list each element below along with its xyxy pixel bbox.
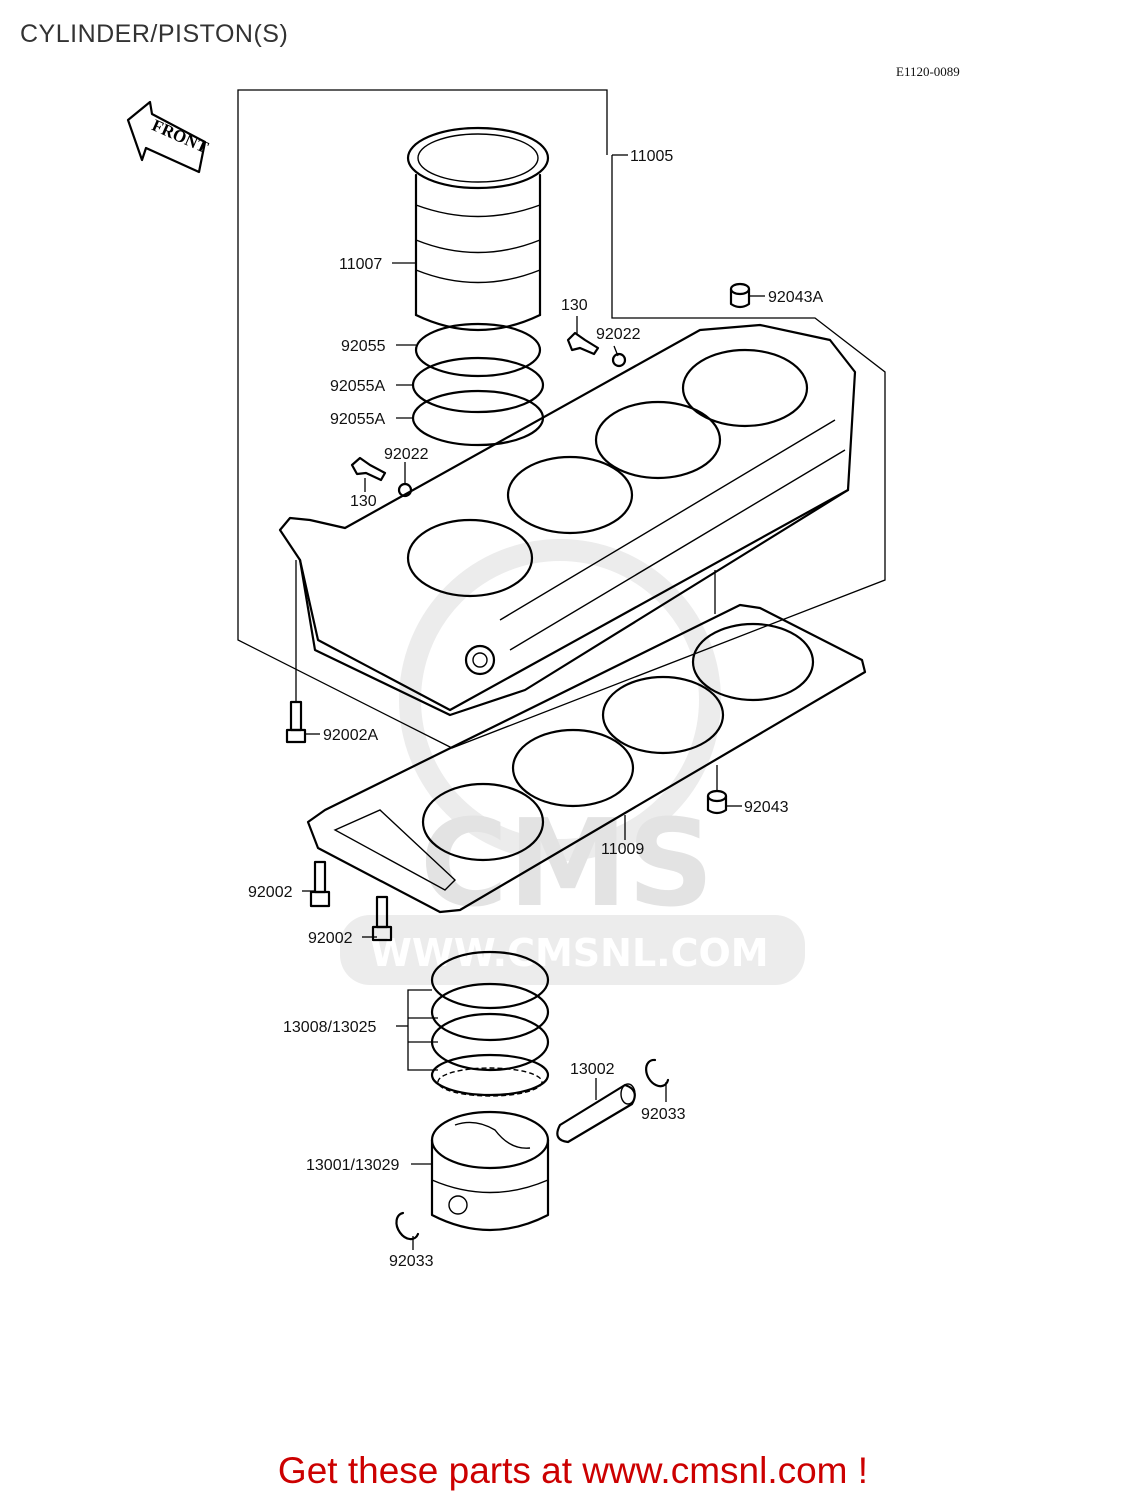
callout-13008-13025: 13008/13025: [283, 1019, 377, 1036]
callout-11007: 11007: [339, 256, 382, 273]
front-arrow-icon: FRONT: [126, 100, 212, 174]
dowel-92043a: [729, 282, 751, 309]
watermark-url: WWW.CMSNL.COM: [370, 931, 769, 975]
callout-11009: 11009: [601, 841, 644, 858]
callout-92033-right: 92033: [641, 1106, 686, 1123]
callout-92022-upper: 92022: [596, 326, 641, 343]
diagram-code: E1120-0089: [896, 64, 960, 79]
callout-130-upper: 130: [561, 297, 588, 314]
o-rings: [411, 322, 545, 447]
piston: [430, 1110, 550, 1232]
washer-92022-upper: [611, 352, 627, 368]
watermark-brand: CMS: [420, 795, 714, 934]
callout-92043a: 92043A: [768, 289, 823, 306]
exploded-parts-diagram: CMS WWW.CMSNL.COM FRONT: [126, 89, 886, 1270]
piston-pin: [556, 1083, 636, 1144]
callout-92002-left: 92002: [248, 884, 293, 901]
cylinder-gasket: [306, 603, 867, 914]
watermark: CMS WWW.CMSNL.COM: [340, 539, 805, 985]
callout-92055a-2: 92055A: [330, 411, 385, 428]
front-label: FRONT: [149, 116, 212, 158]
cylinder-block: [278, 323, 857, 717]
callout-92055: 92055: [341, 338, 386, 355]
dowel-92043: [706, 789, 728, 815]
callout-92022-lower: 92022: [384, 446, 429, 463]
circlip-92033-left: [395, 1211, 420, 1241]
promo-link[interactable]: Get these parts at www.cmsnl.com !: [277, 1450, 869, 1491]
callout-13002: 13002: [570, 1061, 615, 1078]
callout-13001-13029: 13001/13029: [306, 1157, 400, 1174]
bolt-130-lower: [350, 456, 387, 482]
leader-lines: [295, 154, 765, 1250]
callout-92002a: 92002A: [323, 727, 378, 744]
bolt-92002-left: [309, 860, 331, 908]
bolt-92002-right: [371, 895, 393, 942]
circlip-92033-right: [645, 1058, 670, 1088]
assembly-bracket: [237, 89, 886, 749]
callout-labels: 11005 11007 130 92022 92043A 92055 92055…: [248, 148, 823, 1270]
cylinder-sleeve: [406, 126, 550, 332]
callout-130-lower: 130: [350, 493, 377, 510]
page-title: CYLINDER/PISTON(S): [20, 20, 289, 48]
callout-92002-right: 92002: [308, 930, 353, 947]
bolt-92002a: [285, 700, 307, 744]
callout-92033-left: 92033: [389, 1253, 434, 1270]
piston-rings: [430, 950, 550, 1097]
callout-11005: 11005: [630, 148, 673, 165]
callout-92055a-1: 92055A: [330, 378, 385, 395]
callout-92043: 92043: [744, 799, 789, 816]
bolt-130-upper: [566, 331, 600, 356]
